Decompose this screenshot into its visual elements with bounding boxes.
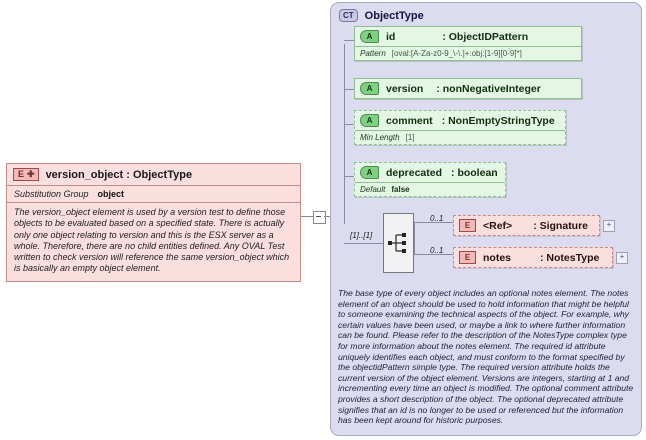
facet-label: Min Length	[360, 133, 400, 142]
facet-value: false	[391, 185, 410, 194]
attribute-version-main: A version : nonNegativeInteger	[355, 79, 581, 98]
attribute-comment-main: A comment : NonEmptyStringType	[355, 111, 565, 130]
tree-rail-id	[344, 40, 356, 41]
attribute-name: id	[386, 30, 396, 43]
tree-rail-deprecated	[344, 176, 356, 177]
occurrence-notes: 0..1	[430, 246, 444, 255]
substitution-group-label: Substitution Group	[14, 189, 89, 199]
element-icon: E	[459, 219, 476, 232]
element-panel[interactable]: E ✚ version_object : ObjectType Substitu…	[6, 163, 301, 282]
tree-rail-ref	[414, 222, 453, 223]
connector-line-right	[324, 216, 335, 217]
attribute-id-main: A id : ObjectIDPattern	[355, 27, 581, 46]
facet-value: [1]	[405, 133, 415, 142]
element-type: : Signature	[533, 219, 589, 232]
complex-type-header: CT ObjectType	[331, 3, 641, 22]
tree-rail-version	[344, 89, 356, 90]
tree-rail-vertical	[344, 44, 345, 224]
expand-ref-icon[interactable]: +	[603, 220, 615, 232]
substitution-group-value: object	[97, 189, 125, 199]
element-name: <Ref>	[483, 219, 513, 232]
facet-label: Pattern	[360, 49, 386, 58]
attribute-row-deprecated[interactable]: A deprecated : boolean Default false	[354, 162, 506, 197]
tree-rail-sequence	[344, 243, 383, 244]
complex-type-title: ObjectType	[364, 9, 424, 22]
minus-glyph	[316, 216, 321, 217]
attribute-row-version[interactable]: A version : nonNegativeInteger	[354, 78, 582, 99]
sequence-cardinality: [1]..[1]	[349, 231, 374, 240]
occurrence-ref: 0..1	[430, 214, 444, 223]
connector-line-left	[301, 216, 314, 217]
element-name: notes	[483, 251, 512, 264]
attribute-type: : ObjectIDPattern	[442, 30, 529, 43]
attribute-icon: A	[360, 30, 379, 43]
element-documentation: The version_object element is used by a …	[14, 207, 290, 274]
attribute-deprecated-main: A deprecated : boolean	[355, 163, 505, 182]
facet-value: [oval:[A-Za-z0-9_\-\.]+:obj:[1-9][0-9]*]	[391, 49, 522, 58]
element-type: : NotesType	[540, 251, 600, 264]
attribute-icon: A	[360, 82, 379, 95]
attribute-type: : nonNegativeInteger	[436, 82, 541, 95]
sequence-compositor-icon	[388, 233, 406, 253]
element-icon-letter: E	[18, 169, 25, 179]
attribute-name: comment	[386, 114, 433, 127]
complex-type-documentation: The base type of every object includes a…	[338, 288, 634, 426]
element-icon: E ✚	[13, 168, 39, 181]
attribute-row-comment[interactable]: A comment : NonEmptyStringType Min Lengt…	[354, 110, 566, 145]
element-header[interactable]: E ✚ version_object : ObjectType	[7, 164, 300, 186]
element-icon: E	[459, 251, 476, 264]
tree-rail-notes	[414, 254, 453, 255]
attribute-name: version	[386, 82, 424, 95]
plus-icon[interactable]: ✚	[27, 169, 35, 179]
complextype-icon: CT	[339, 9, 358, 22]
attribute-comment-facet: Min Length [1]	[355, 130, 565, 144]
attribute-deprecated-facet: Default false	[355, 182, 505, 196]
attribute-name: deprecated	[386, 166, 443, 179]
element-row-notes[interactable]: E notes : NotesType	[453, 247, 613, 268]
substitution-group-row: Substitution Group object	[7, 186, 300, 203]
attribute-id-facet: Pattern [oval:[A-Za-z0-9_\-\.]+:obj:[1-9…	[355, 46, 581, 60]
attribute-icon: A	[360, 166, 379, 179]
element-row-ref[interactable]: E <Ref> : Signature	[453, 215, 600, 236]
attribute-row-id[interactable]: A id : ObjectIDPattern Pattern [oval:[A-…	[354, 26, 582, 61]
attribute-icon: A	[360, 114, 379, 127]
attribute-type: : NonEmptyStringType	[441, 114, 555, 127]
facet-label: Default	[360, 185, 386, 194]
collapse-box-icon[interactable]	[313, 211, 326, 224]
tree-rail-comment	[344, 124, 356, 125]
element-title: version_object : ObjectType	[45, 168, 193, 181]
attribute-type: : boolean	[451, 166, 498, 179]
tree-rail-branch	[414, 222, 415, 255]
expand-notes-icon[interactable]: +	[616, 252, 628, 264]
